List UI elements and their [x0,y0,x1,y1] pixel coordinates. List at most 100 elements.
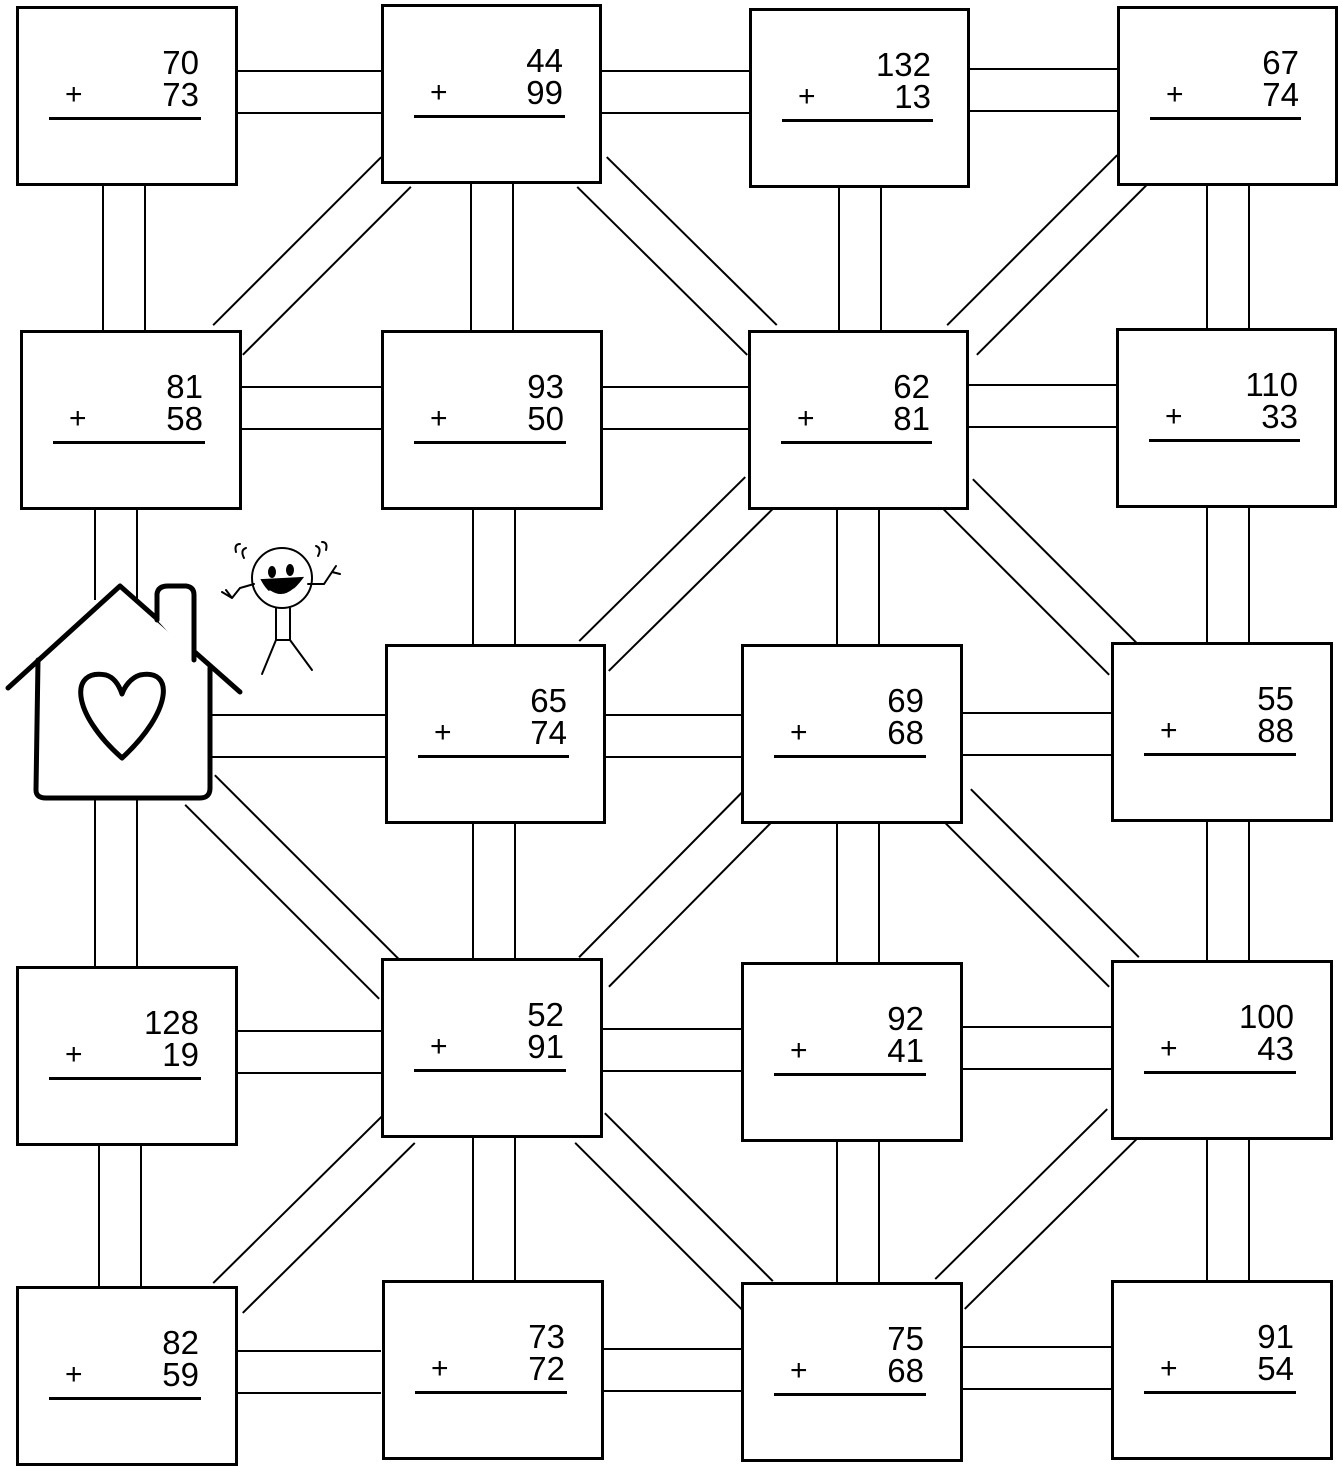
addend-top: 82 [162,1327,199,1359]
happy-kid-icon [222,542,340,674]
addend-bottom: 74 [530,717,567,749]
plus-sign: + [430,1031,448,1063]
answer-line [418,755,569,758]
addend-top: 110 [1245,369,1298,401]
problem-box[interactable]: 67 +74 [1117,6,1338,186]
plus-sign: + [430,403,448,435]
problem-box[interactable]: 73 +72 [382,1280,604,1460]
addend-bottom: 72 [528,1353,565,1385]
addend-bottom: 88 [1257,715,1294,747]
addend-bottom: 68 [887,1355,924,1387]
plus-sign: + [69,403,87,435]
addend-bottom: 81 [893,403,930,435]
plus-sign: + [790,717,808,749]
addend-bottom: 50 [527,403,564,435]
answer-line [774,1393,926,1396]
answer-line [53,441,205,444]
plus-sign: + [797,403,815,435]
addend-bottom: 59 [162,1359,199,1391]
answer-line [414,1069,566,1072]
addend-bottom: 58 [166,403,203,435]
answer-line [774,755,926,758]
plus-sign: + [790,1035,808,1067]
addend-top: 69 [887,685,924,717]
problem-box[interactable]: 110 +33 [1116,328,1337,508]
addend-top: 44 [526,45,563,77]
addend-top: 52 [527,999,564,1031]
addend-top: 100 [1239,1001,1294,1033]
house-heart-icon [8,586,240,798]
problem-box[interactable]: 75 +68 [741,1282,963,1462]
plus-sign: + [65,1039,83,1071]
plus-sign: + [1160,1033,1178,1065]
problem-box[interactable]: 69 +68 [741,644,963,824]
addend-bottom: 68 [887,717,924,749]
addend-top: 81 [166,371,203,403]
addend-top: 132 [876,49,931,81]
problem-box[interactable]: 82 +59 [16,1286,238,1466]
plus-sign: + [1160,715,1178,747]
plus-sign: + [1165,401,1183,433]
problem-box[interactable]: 70 +73 [16,6,238,186]
answer-line [414,441,566,444]
addend-bottom: 33 [1261,401,1298,433]
answer-line [782,119,933,122]
plus-sign: + [431,1353,449,1385]
addend-bottom: 91 [527,1031,564,1063]
problem-box[interactable]: 44 +99 [381,4,602,184]
problem-box[interactable]: 93 +50 [381,330,603,510]
problem-box[interactable]: 91 +54 [1111,1280,1333,1460]
plus-sign: + [65,1359,83,1391]
addend-bottom: 99 [526,77,563,109]
addend-top: 55 [1257,683,1294,715]
addend-top: 62 [893,371,930,403]
plus-sign: + [434,717,452,749]
addend-top: 128 [144,1007,199,1039]
answer-line [414,115,565,118]
problem-box[interactable]: 100 +43 [1111,960,1333,1140]
answer-line [1150,117,1301,120]
plus-sign: + [1166,79,1184,111]
problem-box[interactable]: 65 +74 [385,644,606,824]
problem-box[interactable]: 92 +41 [741,962,963,1142]
plus-sign: + [790,1355,808,1387]
maze-paths [95,69,1249,1393]
addend-bottom: 74 [1262,79,1299,111]
problem-box[interactable]: 62 +81 [748,330,969,510]
plus-sign: + [65,79,83,111]
answer-line [1144,1071,1296,1074]
addend-bottom: 43 [1257,1033,1294,1065]
addend-top: 67 [1262,47,1299,79]
answer-line [1144,1391,1296,1394]
answer-line [781,441,932,444]
maze-corridor-wall [579,477,745,641]
addend-top: 91 [1257,1321,1294,1353]
answer-line [415,1391,567,1394]
answer-line [49,1077,201,1080]
answer-line [49,1397,201,1400]
addend-bottom: 13 [894,81,931,113]
answer-line [49,117,201,120]
answer-line [1144,753,1296,756]
addend-top: 75 [887,1323,924,1355]
addend-top: 73 [528,1321,565,1353]
maze-corridor-wall [215,775,409,969]
problem-box[interactable]: 52 +91 [381,958,603,1138]
problem-box[interactable]: 132 +13 [749,8,970,188]
plus-sign: + [798,81,816,113]
addend-top: 92 [887,1003,924,1035]
problem-box[interactable]: 81 +58 [20,330,242,510]
answer-line [774,1073,926,1076]
addend-top: 93 [527,371,564,403]
plus-sign: + [1160,1353,1178,1385]
answer-line [1149,439,1300,442]
problem-box[interactable]: 128 +19 [16,966,238,1146]
plus-sign: + [430,77,448,109]
addend-bottom: 41 [887,1035,924,1067]
addend-top: 65 [530,685,567,717]
addend-bottom: 54 [1257,1353,1294,1385]
addend-top: 70 [162,47,199,79]
addend-bottom: 19 [162,1039,199,1071]
problem-box[interactable]: 55 +88 [1111,642,1333,822]
addend-bottom: 73 [162,79,199,111]
